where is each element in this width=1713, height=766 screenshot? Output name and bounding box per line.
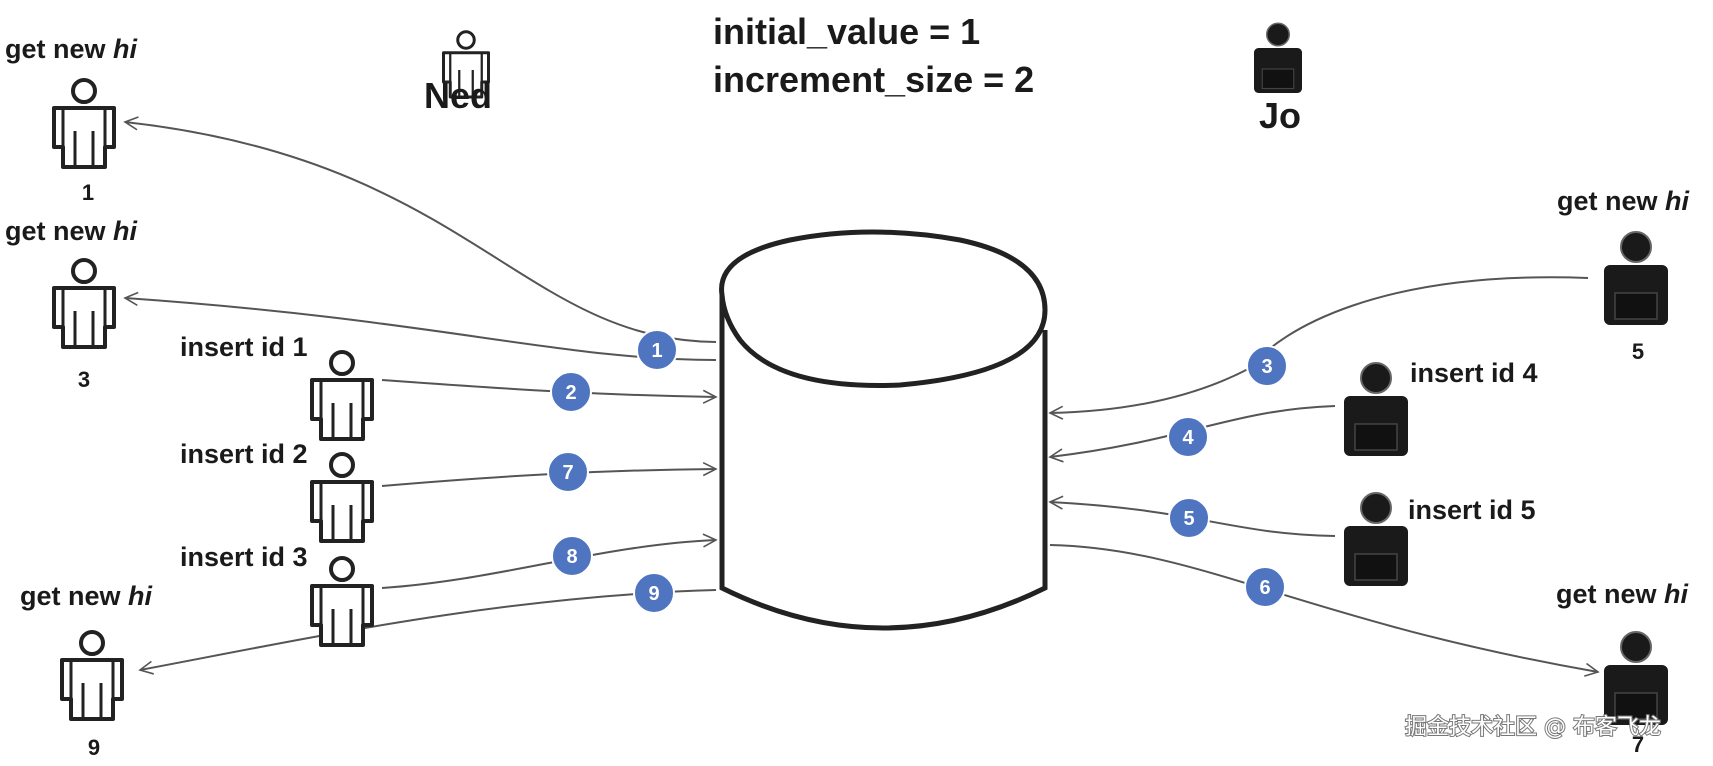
get-new-hi-label-1: get new hi (5, 34, 138, 64)
step-badge-3: 3 (1246, 345, 1288, 387)
user-outline-icon (52, 78, 116, 169)
insert-id-5-label: insert id 5 (1408, 495, 1536, 525)
user-outline-icon (310, 556, 374, 647)
user-solid-icon (1343, 362, 1409, 457)
jo-label: Jo (1259, 95, 1301, 136)
user-id-label: 1 (82, 180, 94, 205)
user-solid-icon (1343, 492, 1409, 587)
ned-label: Ned (424, 75, 492, 116)
user-solid-icon (1603, 631, 1669, 726)
svg-text:9: 9 (648, 583, 659, 605)
step-badge-7: 7 (547, 451, 589, 493)
arrow-get-5-req (1050, 276, 1589, 413)
user-outline-icon (60, 630, 124, 721)
svg-text:6: 6 (1259, 577, 1270, 599)
user-solid-icon (1603, 231, 1669, 326)
step-badge-6: 6 (1244, 566, 1286, 608)
step-badge-2: 2 (550, 371, 592, 413)
svg-text:8: 8 (566, 546, 577, 568)
user-id-label: 3 (78, 367, 90, 392)
user-outline-icon (310, 350, 374, 441)
database-cylinder-icon (719, 229, 1048, 631)
arrow-get-7 (1049, 544, 1598, 672)
svg-text:4: 4 (1182, 427, 1194, 449)
step-badge-5: 5 (1168, 497, 1210, 539)
svg-text:3: 3 (1261, 356, 1272, 378)
get-new-hi-label-3: get new hi (5, 216, 138, 246)
svg-text:5: 5 (1183, 508, 1194, 530)
user-id-label: 7 (1632, 732, 1644, 757)
watermark-text: 掘金技术社区 @ 布客飞龙 (1405, 715, 1661, 740)
svg-text:2: 2 (565, 382, 576, 404)
increment-size-text: increment_size = 2 (713, 59, 1034, 100)
insert-id-1-label: insert id 1 (180, 332, 308, 362)
arrow-get-1 (125, 122, 717, 343)
step-badge-8: 8 (551, 535, 593, 577)
arrow-get-9 (140, 589, 717, 670)
step-badge-9: 9 (633, 572, 675, 614)
arrow-insert-1 (381, 379, 716, 397)
get-new-hi-label-5: get new hi (1557, 186, 1690, 216)
insert-id-2-label: insert id 2 (180, 439, 308, 469)
svg-text:1: 1 (651, 340, 662, 362)
get-new-hi-label-7: get new hi (1556, 579, 1689, 609)
arrow-insert-3 (381, 540, 716, 589)
insert-id-3-label: insert id 3 (180, 542, 308, 572)
step-badge-1: 1 (636, 329, 678, 371)
jo-user-icon (1253, 22, 1303, 94)
user-id-label: 5 (1632, 339, 1644, 364)
user-id-label: 9 (88, 735, 100, 760)
user-outline-icon (52, 258, 116, 349)
user-outline-icon (310, 452, 374, 543)
svg-text:7: 7 (562, 462, 573, 484)
get-new-hi-label-9: get new hi (20, 581, 153, 611)
initial-value-text: initial_value = 1 (713, 11, 980, 52)
step-badge-4: 4 (1167, 416, 1209, 458)
insert-id-4-label: insert id 4 (1410, 358, 1538, 388)
